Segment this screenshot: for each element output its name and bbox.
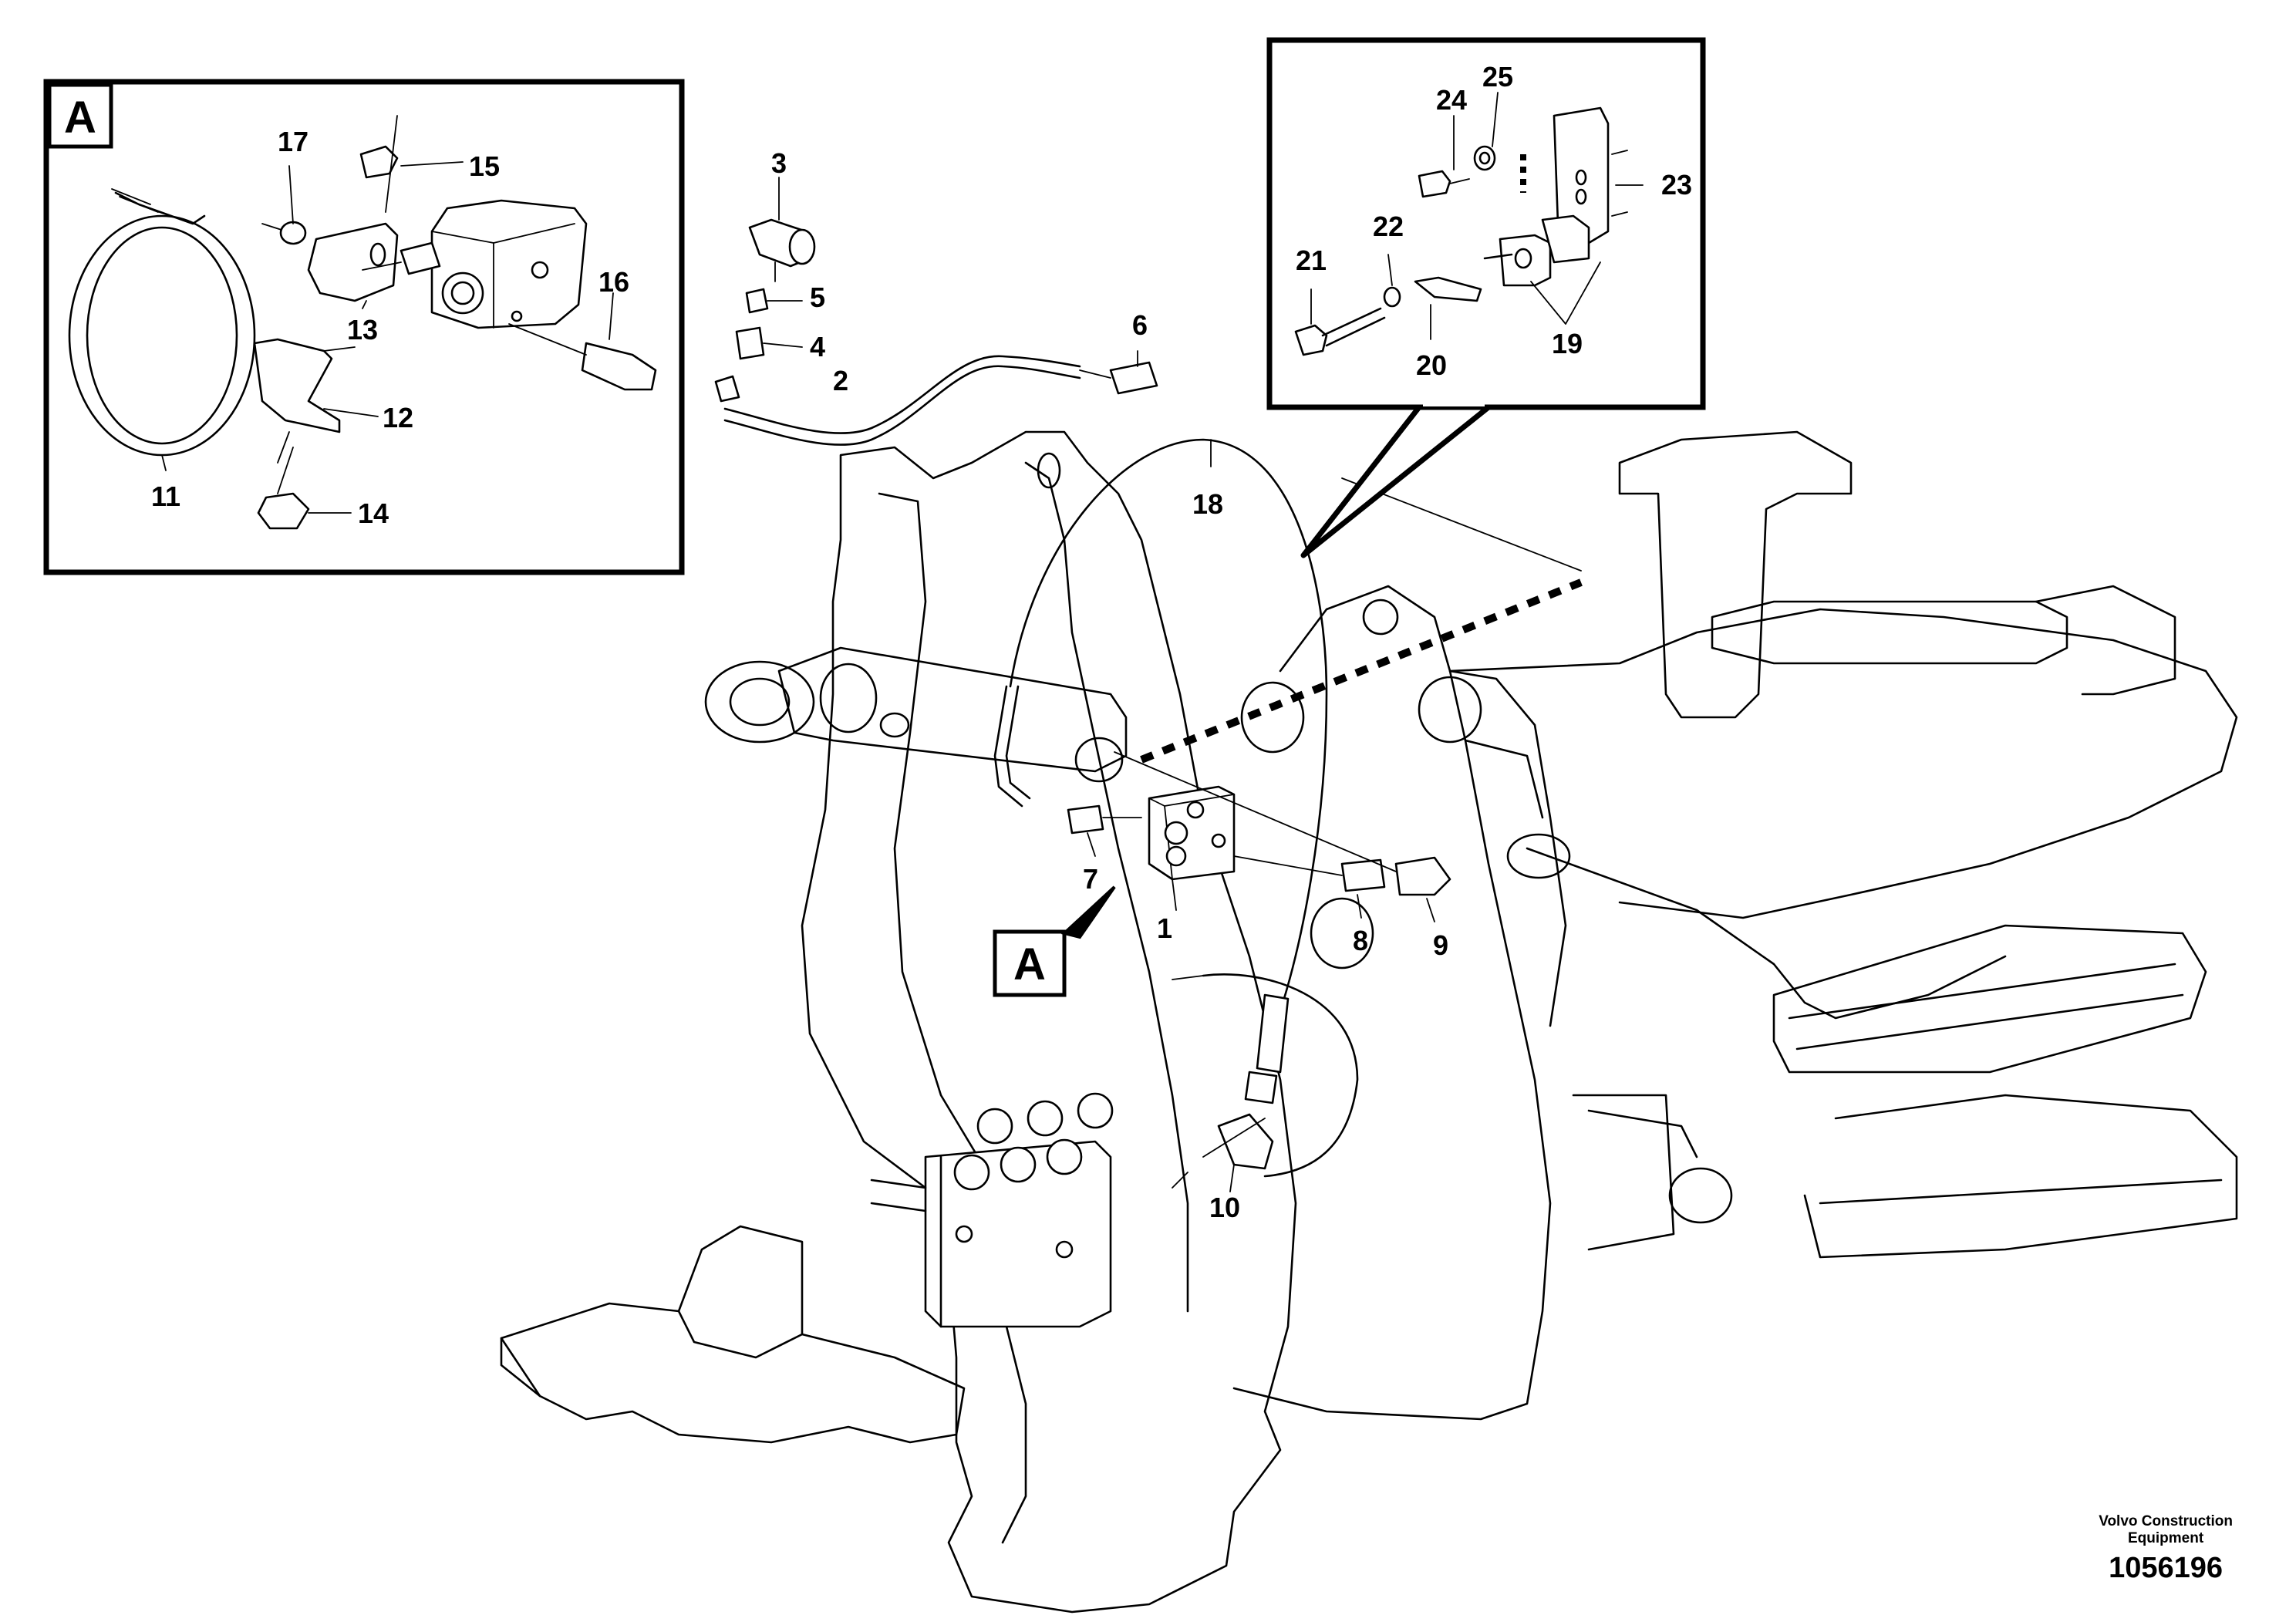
callout-21: 21 xyxy=(1296,244,1327,276)
callout-23: 23 xyxy=(1661,169,1692,201)
callout-25: 25 xyxy=(1482,61,1513,93)
tee-fitting-3 xyxy=(748,177,816,282)
detail-tag: A xyxy=(64,93,96,143)
brand-line-2: Equipment xyxy=(2128,1530,2204,1546)
callout-11: 11 xyxy=(151,481,180,512)
fitting-10 xyxy=(1217,993,1290,1192)
detail-box-plate xyxy=(1266,37,1706,558)
callout-13: 13 xyxy=(347,314,378,346)
control-valve-assembly xyxy=(870,1092,1266,1328)
sleeve-5 xyxy=(745,288,803,314)
hose-end-2 xyxy=(714,375,740,403)
fitting-8 xyxy=(1233,855,1386,919)
callout-24: 24 xyxy=(1436,84,1467,116)
callout-18: 18 xyxy=(1192,488,1223,520)
dashed-mounting-line xyxy=(1140,578,1583,764)
callout-labels: 1 2 3 4 5 6 7 8 9 10 11 12 13 14 15 16 1… xyxy=(151,61,1692,1223)
callout-15: 15 xyxy=(469,150,500,182)
callout-2: 2 xyxy=(833,365,848,396)
drawing-footer: Volvo Construction Equipment 1056196 xyxy=(2099,1513,2233,1585)
detail-box-a: A xyxy=(43,79,685,575)
hose-2 xyxy=(723,365,1081,446)
callout-7: 7 xyxy=(1083,863,1098,895)
callout-3: 3 xyxy=(771,147,787,179)
callout-12: 12 xyxy=(383,402,413,433)
callout-6: 6 xyxy=(1132,309,1148,341)
brand-line-1: Volvo Construction xyxy=(2099,1513,2233,1529)
callout-22: 22 xyxy=(1373,211,1404,242)
fitting-7 xyxy=(1067,804,1142,857)
callout-16: 16 xyxy=(598,266,629,298)
valve-block-1 xyxy=(1148,785,1236,911)
drawing-number: 1056196 xyxy=(2109,1552,2224,1584)
callout-17: 17 xyxy=(278,126,308,157)
detail-tag-main: A xyxy=(1013,939,1046,990)
machine-frame xyxy=(500,430,2238,1614)
callout-9: 9 xyxy=(1433,929,1448,961)
callout-5: 5 xyxy=(810,282,825,313)
callout-20: 20 xyxy=(1416,349,1447,381)
callout-4: 4 xyxy=(810,331,825,363)
fitting-9 xyxy=(1114,751,1451,922)
callout-1: 1 xyxy=(1157,912,1172,944)
nut-4 xyxy=(735,326,803,360)
detail-reference-a: A xyxy=(993,885,1116,997)
callout-8: 8 xyxy=(1353,925,1368,956)
hose-18 xyxy=(1009,438,1328,1035)
fitting-6 xyxy=(1079,350,1158,395)
callout-10: 10 xyxy=(1209,1192,1240,1223)
hose-10 xyxy=(1202,973,1359,1178)
callout-14: 14 xyxy=(358,497,389,529)
callout-19: 19 xyxy=(1552,328,1583,359)
